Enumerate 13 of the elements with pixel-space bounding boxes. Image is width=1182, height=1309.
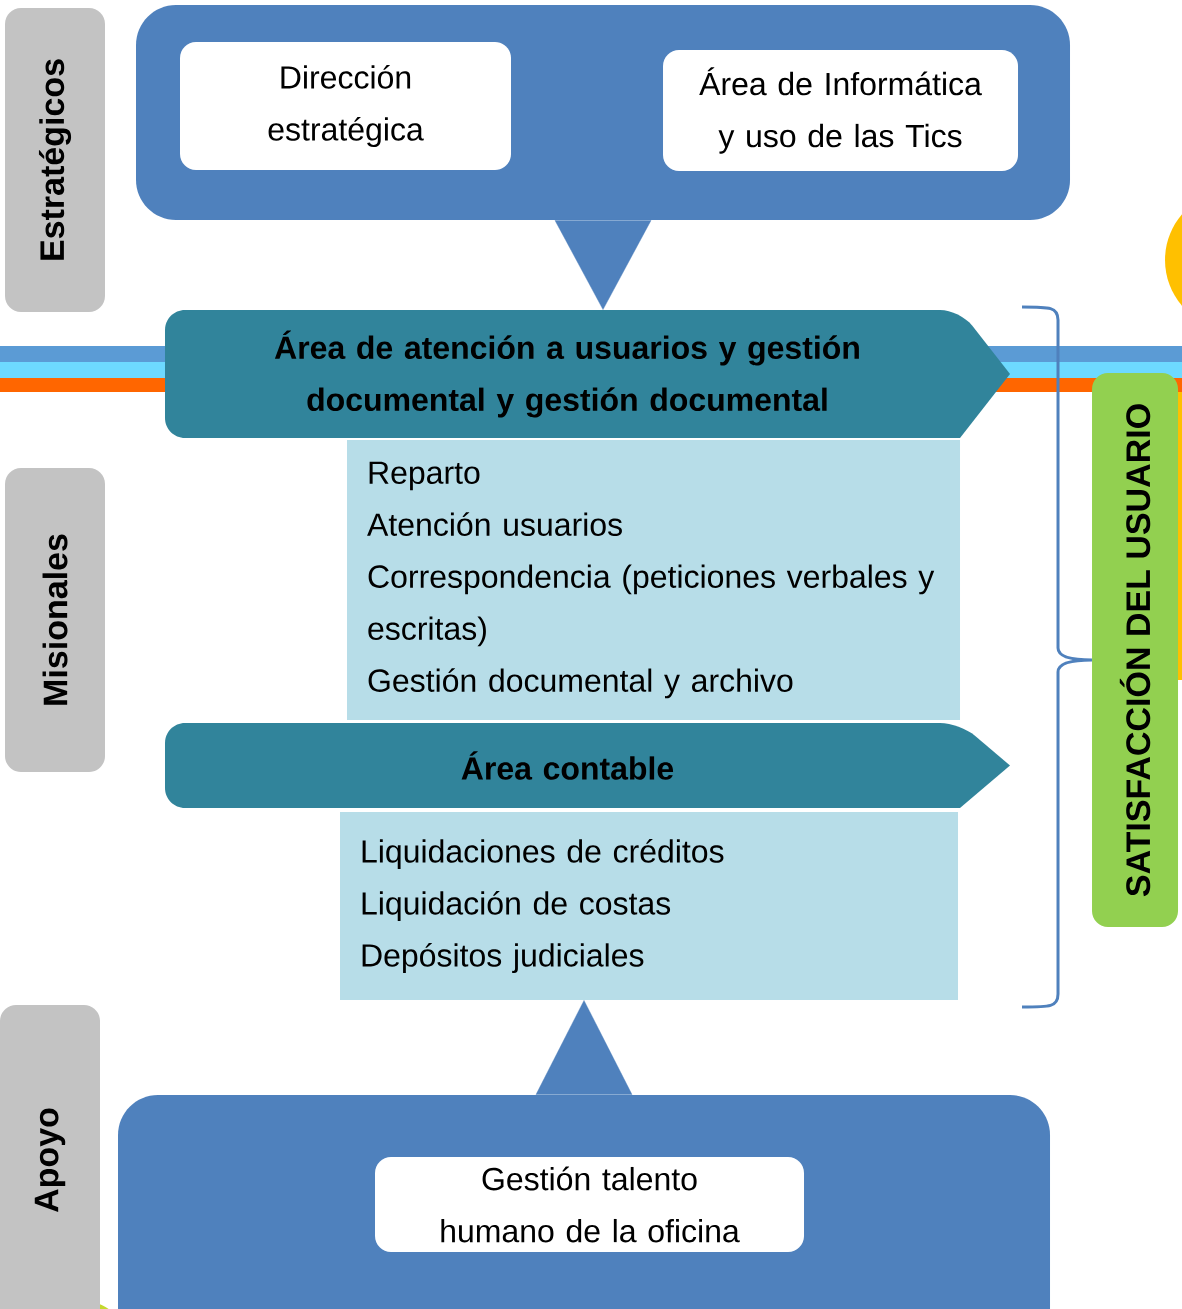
process-box: Gestión talento humano de la oficina	[375, 1157, 804, 1252]
category-tab: Apoyo	[0, 1005, 100, 1309]
arrow-band: Área contable	[165, 723, 1010, 808]
list-box: Liquidaciones de créditos Liquidación de costas Depósitos judiciales	[340, 812, 958, 1000]
process-box: Dirección estratégica	[180, 42, 511, 170]
arrow-band: Área de atención a usuarios y gestión documental y gestión documental	[165, 310, 1010, 438]
process-box: Área de Informática y uso de las Tics	[663, 50, 1018, 171]
arrow	[535, 1000, 633, 1095]
list-box: Reparto Atención usuarios Correspondencia (peticiones verbales y escritas) Gestión documental y archivo	[347, 440, 960, 720]
side-label-box: SATISFACCIÓN DEL USUARIO	[1092, 373, 1178, 927]
arrow	[554, 220, 652, 310]
category-tab: Estratégicos	[5, 8, 105, 312]
category-tab: Misionales	[5, 468, 105, 772]
